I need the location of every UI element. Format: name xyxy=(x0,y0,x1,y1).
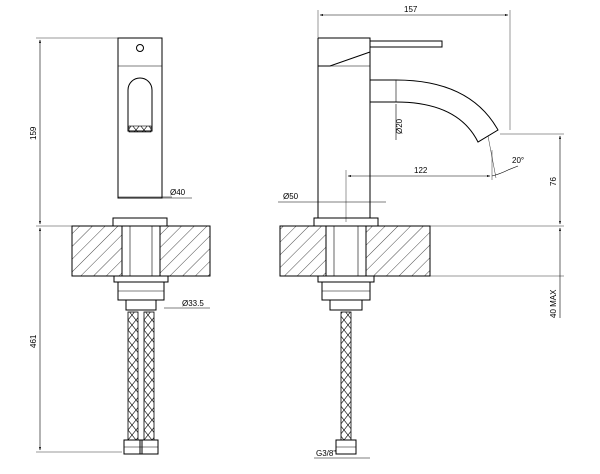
side-connection-dimension: G3/8" xyxy=(314,449,370,459)
svg-text:Ø20: Ø20 xyxy=(395,118,404,134)
front-hose-right xyxy=(143,311,155,441)
side-width-dimension: 157 xyxy=(317,5,511,130)
front-deck-left xyxy=(71,225,123,277)
front-height-label: 159 xyxy=(29,126,38,140)
side-spout-reach-dimension: 122 xyxy=(345,150,493,222)
front-base-ring xyxy=(112,217,168,227)
front-hose-diameter-dimension: Ø33.5 xyxy=(164,299,210,309)
side-lever xyxy=(369,40,443,48)
front-deck-right xyxy=(159,225,211,277)
front-fixing-washer xyxy=(113,275,169,283)
side-base-diameter-dimension: Ø50 xyxy=(278,192,386,203)
svg-text:Ø50: Ø50 xyxy=(283,192,299,201)
front-body-diameter-dimension: Ø40 xyxy=(162,188,192,199)
front-aerator xyxy=(128,125,152,133)
front-total-height-dimension: 461 xyxy=(29,227,122,453)
side-hose xyxy=(340,311,352,441)
front-height-dimension: 159 xyxy=(29,37,118,227)
svg-text:Ø40: Ø40 xyxy=(170,188,186,197)
front-total-height-label: 461 xyxy=(29,334,38,348)
side-shank xyxy=(325,225,367,277)
side-spout-height-label: 76 xyxy=(549,177,558,186)
side-spout-angle-label: 20° xyxy=(512,156,524,165)
front-body-diameter-label: 40 xyxy=(176,188,185,197)
front-faucet-body xyxy=(117,37,163,199)
svg-text:Ø33.5: Ø33.5 xyxy=(182,299,204,308)
side-spout-angle-dimension: 20° xyxy=(487,135,524,179)
side-fixing-washer xyxy=(317,275,375,283)
side-spout-reach-label: 122 xyxy=(414,166,428,175)
front-lever-hole xyxy=(136,44,144,52)
side-spout-diameter-label: 20 xyxy=(395,118,404,127)
side-spout xyxy=(370,79,499,143)
side-deck-left xyxy=(279,225,327,277)
side-connection-label: G3/8" xyxy=(316,449,336,458)
side-spout-diameter-dimension: Ø20 xyxy=(395,104,404,140)
side-deck-right xyxy=(365,225,431,277)
front-shank xyxy=(121,225,161,277)
front-hose-diameter-label: 33.5 xyxy=(188,299,204,308)
front-view: 159 461 Ø40 xyxy=(29,37,211,455)
side-width-label: 157 xyxy=(404,5,418,14)
side-base-diameter-label: 50 xyxy=(289,192,298,201)
side-deck-thickness-dimension: 40 MAX xyxy=(430,227,564,318)
front-hose-left xyxy=(127,311,139,441)
side-spout-height-dimension: 76 xyxy=(380,133,564,227)
front-aerator-slot xyxy=(127,77,153,132)
side-view: 157 Ø20 20° 122 xyxy=(278,5,564,459)
side-deck-thickness-label: 40 MAX xyxy=(549,289,558,318)
side-handle xyxy=(318,37,371,67)
